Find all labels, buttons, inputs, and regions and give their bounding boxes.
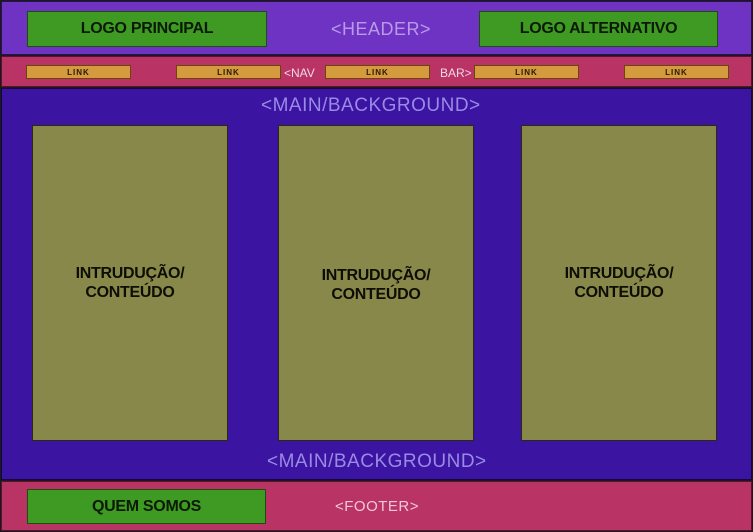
nav-link-1[interactable]: LINK	[26, 65, 131, 79]
main-background: <MAIN/BACKGROUND> INTRUDUÇÃO/ CONTEÚDO I…	[1, 88, 752, 480]
nav-bar: LINK LINK <NAV LINK BAR> LINK LINK	[1, 56, 752, 87]
nav-label-right: BAR>	[440, 66, 472, 80]
page-footer: QUEM SOMOS <FOOTER>	[1, 481, 752, 531]
nav-label-left: <NAV	[284, 66, 315, 80]
nav-link-5[interactable]: LINK	[624, 65, 729, 79]
main-label-top: <MAIN/BACKGROUND>	[261, 95, 481, 116]
content-card-2: INTRUDUÇÃO/ CONTEÚDO	[278, 125, 474, 441]
quem-somos-button[interactable]: QUEM SOMOS	[27, 489, 266, 524]
nav-link-3[interactable]: LINK	[325, 65, 430, 79]
nav-link-2[interactable]: LINK	[176, 65, 281, 79]
content-card-1: INTRUDUÇÃO/ CONTEÚDO	[32, 125, 228, 441]
header-label: <HEADER>	[331, 19, 432, 39]
footer-label: <FOOTER>	[335, 498, 420, 515]
main-label-bottom: <MAIN/BACKGROUND>	[267, 451, 487, 472]
content-card-3: INTRUDUÇÃO/ CONTEÚDO	[521, 125, 717, 441]
page-header: LOGO PRINCIPAL <HEADER> LOGO ALTERNATIVO	[1, 1, 752, 55]
logo-principal[interactable]: LOGO PRINCIPAL	[27, 11, 267, 47]
nav-link-4[interactable]: LINK	[474, 65, 579, 79]
logo-alternativo[interactable]: LOGO ALTERNATIVO	[479, 11, 718, 47]
